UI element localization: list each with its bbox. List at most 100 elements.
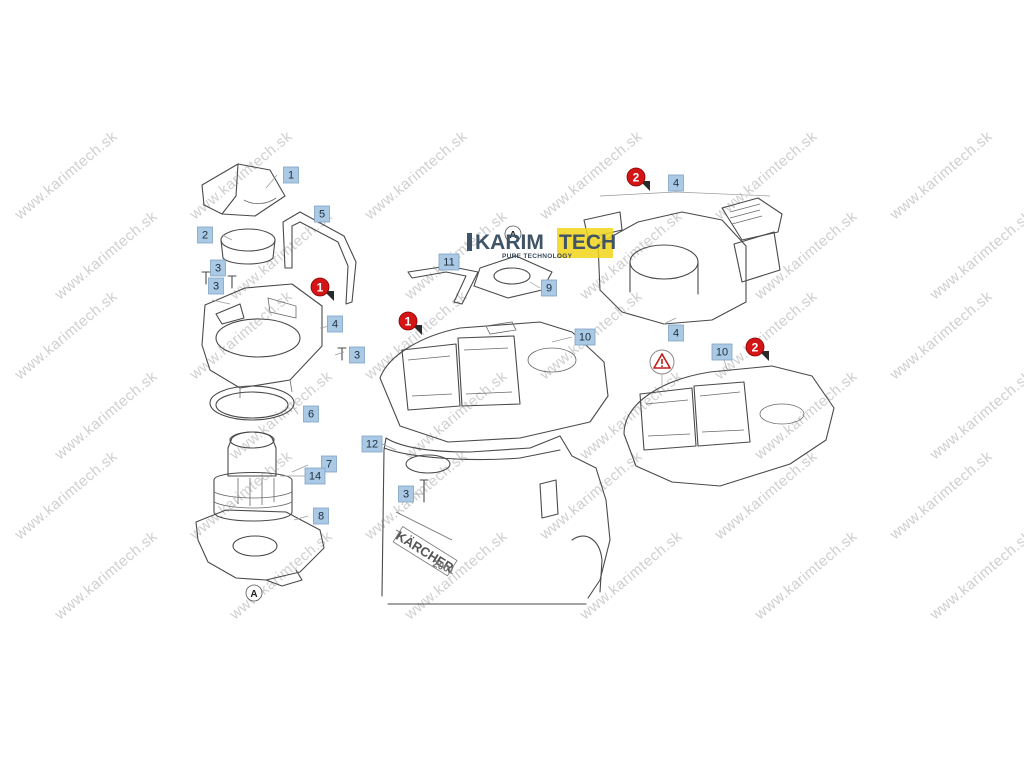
callout-number: 3 [403, 489, 409, 501]
callout-label: 6 [303, 405, 319, 423]
watermark-text: www.karimtech.sk [886, 288, 996, 384]
right-bottom-assembly [623, 359, 835, 487]
callout-number: 5 [319, 209, 325, 221]
marker-number: 2 [633, 171, 640, 185]
watermark-text: www.karimtech.sk [576, 528, 686, 624]
callout-box [304, 467, 326, 485]
callout-box [349, 346, 365, 364]
callout-number: 3 [213, 281, 219, 293]
watermark-text: www.karimtech.sk [51, 368, 161, 464]
watermark-text: www.karimtech.sk [51, 528, 161, 624]
watermark-text: www.karimtech.sk [926, 528, 1024, 624]
watermark-text: www.karimtech.sk [711, 448, 821, 544]
callout-number: 11 [443, 257, 454, 269]
marker-number: 1 [405, 315, 412, 329]
callout-box [313, 507, 329, 525]
logo-tagline: PURE TECHNOLOGY [502, 253, 573, 260]
marker-circle [745, 337, 765, 357]
watermark-text: www.karimtech.sk [226, 528, 336, 624]
callout-label: 3 [349, 346, 365, 364]
callout-box [361, 435, 383, 453]
callout-label: 3 [208, 277, 224, 295]
marker-circle [310, 277, 330, 297]
reference-marker: 1 [398, 311, 422, 335]
right-top-assembly [583, 191, 783, 325]
callout-box [711, 343, 733, 361]
callout-box [574, 328, 596, 346]
callout-label: 14 [304, 467, 326, 485]
reference-marker: 2 [745, 337, 769, 361]
connection-label-a-1: A [245, 584, 263, 602]
watermark-text: www.karimtech.sk [926, 368, 1024, 464]
callout-box [327, 315, 343, 333]
callout-number: 8 [318, 511, 324, 523]
callout-box [541, 279, 557, 297]
callout-label: 2 [197, 226, 213, 244]
callout-number: 3 [215, 263, 221, 275]
watermark-text: www.karimtech.sk [11, 448, 121, 544]
callout-box [303, 405, 319, 423]
callout-box [668, 174, 684, 192]
callout-number: 3 [354, 350, 360, 362]
callout-number: 10 [579, 332, 591, 344]
callout-box [210, 259, 226, 277]
callout-number: 4 [332, 319, 338, 331]
watermark-text: www.karimtech.sk [751, 368, 861, 464]
watermark-text: www.karimtech.sk [536, 448, 646, 544]
callout-box [283, 166, 299, 184]
callout-box [438, 253, 460, 271]
callout-number: 10 [716, 347, 728, 359]
callout-box [314, 205, 330, 223]
warning-triangle-icon [649, 349, 675, 375]
callout-label: 10 [574, 328, 596, 346]
callout-number: 9 [546, 283, 552, 295]
marker-number: 2 [752, 341, 759, 355]
watermark-text: www.karimtech.sk [11, 128, 121, 224]
callout-number: 2 [202, 230, 208, 242]
logo-name-part2: TECH [559, 231, 616, 254]
marker-circle [626, 167, 646, 187]
callout-number: 14 [309, 471, 321, 483]
callout-box [208, 277, 224, 295]
callout-label: 3 [210, 259, 226, 277]
watermark-text: www.karimtech.sk [576, 368, 686, 464]
callout-label: 12 [361, 435, 383, 453]
watermark-text: www.karimtech.sk [751, 528, 861, 624]
center-assembly [379, 255, 611, 605]
svg-text:A: A [509, 230, 516, 241]
callout-label: 1 [283, 166, 299, 184]
callout-box [197, 226, 213, 244]
logo-name-part1: KARIM [475, 231, 544, 254]
callout-box [398, 485, 414, 503]
callout-label: 10 [711, 343, 733, 361]
callout-number: 4 [673, 328, 679, 340]
callout-number: 7 [326, 459, 332, 471]
callout-label: 4 [327, 315, 343, 333]
marker-number: 1 [317, 281, 324, 295]
watermark-text: www.karimtech.sk [51, 208, 161, 304]
callout-number: 4 [673, 178, 679, 190]
marker-circle [398, 311, 418, 331]
callout-label: 4 [668, 324, 684, 342]
callout-number: 12 [366, 439, 378, 451]
svg-text:A: A [250, 589, 257, 600]
callout-label: 4 [668, 174, 684, 192]
callout-number: 1 [288, 170, 294, 182]
watermark-text: www.karimtech.sk [11, 288, 121, 384]
watermark-text: www.karimtech.sk [886, 448, 996, 544]
callout-label: 8 [313, 507, 329, 525]
callout-label: 11 [438, 253, 460, 271]
connection-label-a-2: A [504, 225, 522, 243]
callout-label: 5 [314, 205, 330, 223]
reference-marker: 2 [626, 167, 650, 191]
reference-marker: 1 [310, 277, 334, 301]
watermark-text: www.karimtech.sk [886, 128, 996, 224]
karimtech-logo: KARIM TECH PURE TECHNOLOGY [467, 228, 616, 260]
watermark-text: www.karimtech.sk [186, 128, 296, 224]
watermark-text: www.karimtech.sk [401, 368, 511, 464]
watermark-text: www.karimtech.sk [361, 448, 471, 544]
watermark-text: www.karimtech.sk [926, 208, 1024, 304]
